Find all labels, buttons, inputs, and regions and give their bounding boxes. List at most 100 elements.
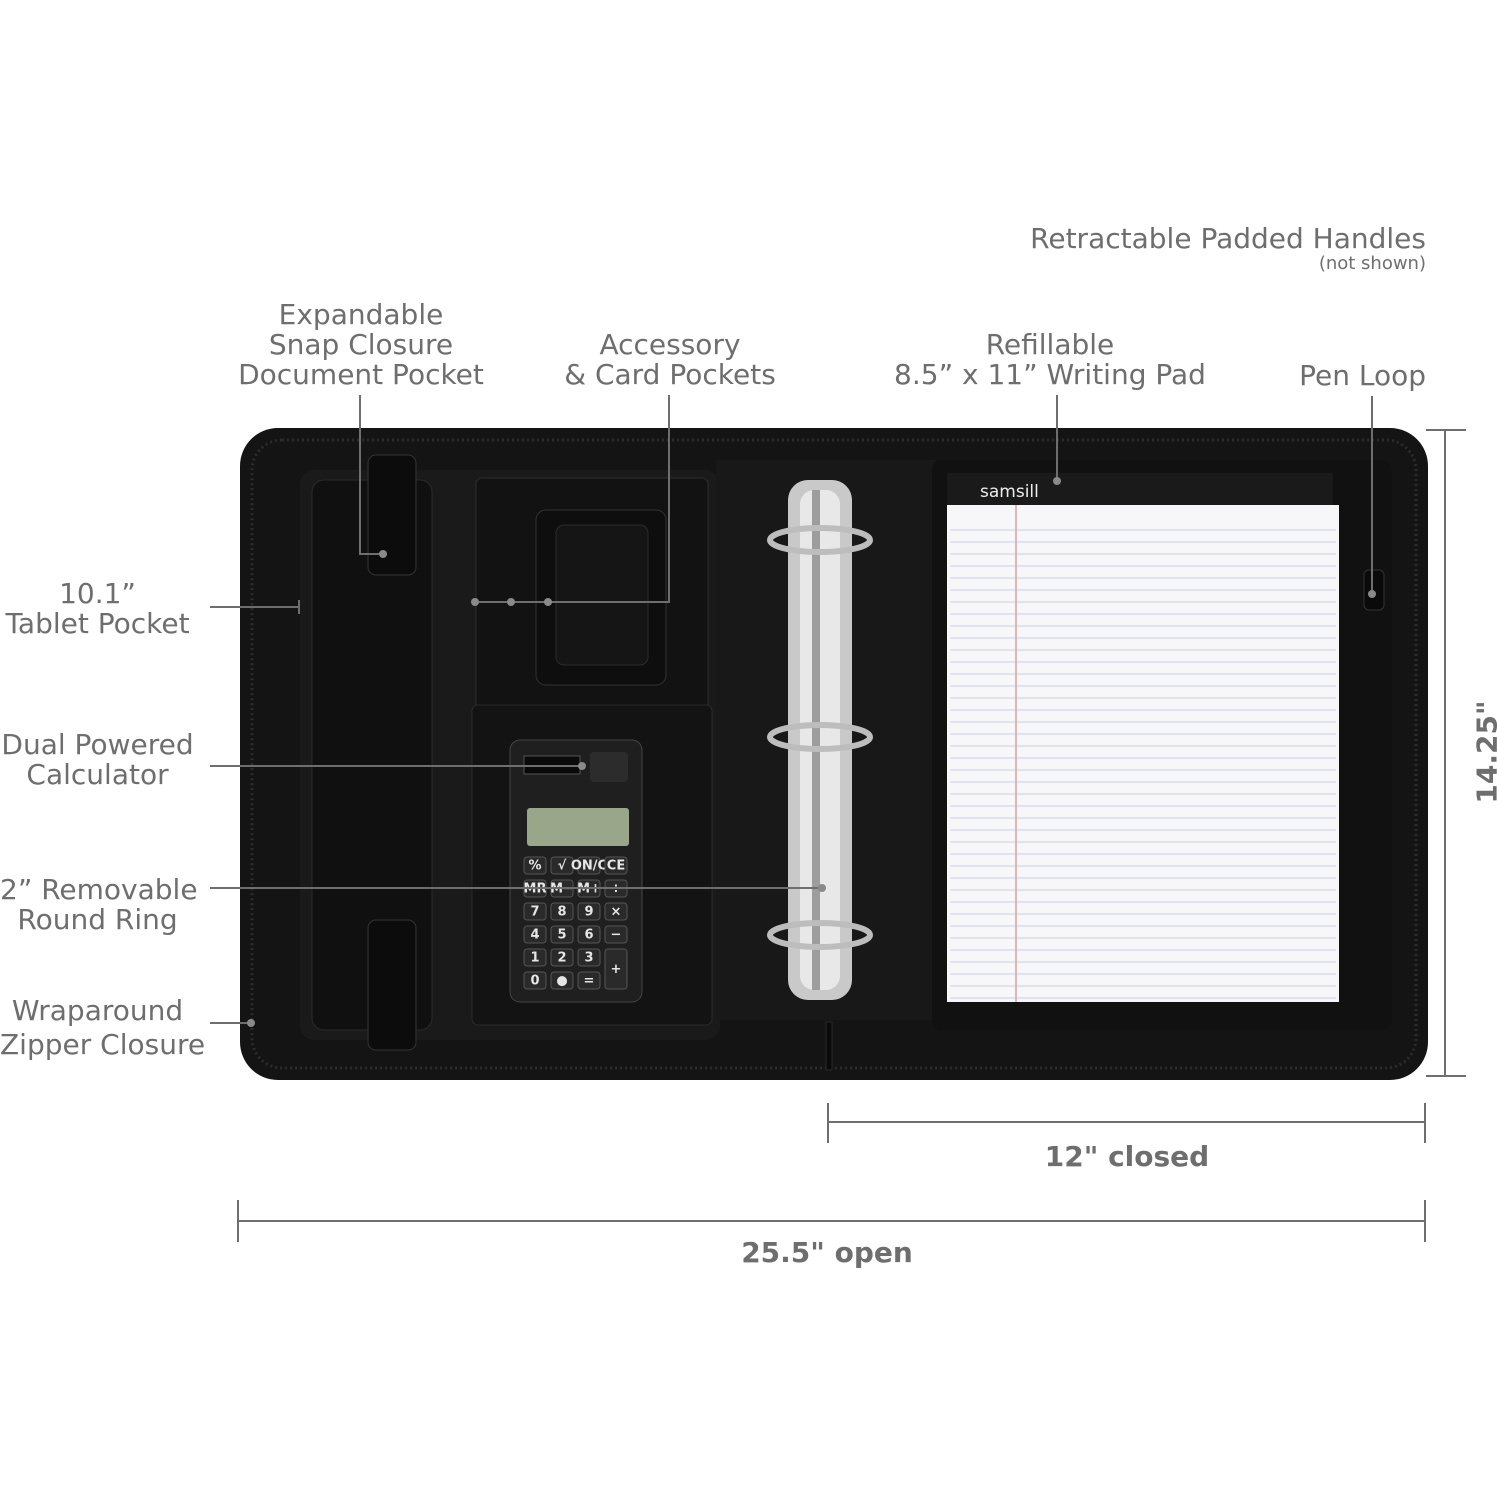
- leader-dot: [578, 762, 586, 770]
- calculator-key-label: CE: [607, 859, 625, 874]
- calculator-key-label: MR: [524, 882, 547, 897]
- calculator-key-label: ON/C: [571, 859, 607, 874]
- calculator-key: [550, 948, 574, 967]
- calculator-key: [550, 971, 574, 990]
- zipper-pull: [825, 1021, 833, 1071]
- label-line: 10.1”: [59, 577, 136, 610]
- label-line: Zipper Closure: [0, 1028, 206, 1061]
- label-line: Tablet Pocket: [5, 607, 190, 640]
- label-writing-pad: Refillable 8.5” x 11” Writing Pad: [880, 330, 1220, 390]
- leader-dot: [1053, 477, 1061, 485]
- leader-line: [210, 606, 300, 608]
- closed-width-cap: [1424, 1103, 1426, 1143]
- leader-line: [476, 601, 670, 603]
- calculator-key: [523, 948, 547, 967]
- leader-line: [359, 395, 361, 555]
- open-width-cap: [237, 1200, 239, 1242]
- closed-width-cap: [827, 1103, 829, 1143]
- leader-line: [1056, 395, 1058, 480]
- calculator-key-label: 9: [584, 905, 593, 920]
- label-line: Pen Loop: [1299, 359, 1426, 392]
- calculator-key-label: √: [558, 859, 567, 874]
- calculator-key: [523, 902, 547, 921]
- calculator-key: [523, 856, 547, 875]
- calculator-key-label: −: [611, 928, 622, 943]
- label-line: Accessory: [599, 328, 741, 361]
- calculator-key: [604, 925, 628, 944]
- pad-brand-text: samsill: [980, 482, 1039, 502]
- writing-pad-header: [947, 473, 1333, 508]
- calculator-key: [577, 925, 601, 944]
- label-line: Expandable: [278, 298, 444, 331]
- calculator-key: [550, 925, 574, 944]
- leader-dot: [1368, 590, 1376, 598]
- closed-width-line: [828, 1121, 1426, 1123]
- calculator-key: [550, 856, 574, 875]
- writing-pad: [947, 505, 1339, 1002]
- calculator-key-label: 8: [557, 905, 566, 920]
- leader-dot: [379, 550, 387, 558]
- height-dimension-line: [1444, 429, 1446, 1077]
- calculator-key: [604, 948, 628, 990]
- calculator-key-label: M+: [577, 882, 601, 897]
- calculator-key-label: 1: [530, 951, 539, 966]
- label-line: & Card Pockets: [564, 358, 776, 391]
- snap-closure-strap: [367, 454, 417, 576]
- calculator-key: [523, 971, 547, 990]
- calculator-key-label: 7: [530, 905, 539, 920]
- binder-ring: [767, 525, 873, 555]
- label-zipper: Wraparound Zipper Closure: [0, 994, 206, 1061]
- label-tablet-pocket: 10.1” Tablet Pocket: [0, 579, 195, 639]
- calculator-key: [523, 925, 547, 944]
- height-dimension-label: 14.25": [1470, 700, 1497, 804]
- height-dimension-cap: [1426, 429, 1466, 431]
- closed-width-label: 12" closed: [1044, 1140, 1210, 1173]
- label-accessory-pockets: Accessory & Card Pockets: [540, 330, 800, 390]
- height-dimension-cap: [1426, 1075, 1466, 1077]
- calculator-key-label: 6: [584, 928, 593, 943]
- leader-line: [210, 887, 822, 889]
- calculator-key-label: 3: [584, 951, 593, 966]
- leader-line: [298, 600, 300, 614]
- calculator-key: [577, 948, 601, 967]
- calculator-key-label: 4: [530, 928, 539, 943]
- leader-line: [210, 765, 582, 767]
- label-line: Wraparound: [11, 994, 184, 1027]
- calculator-key-label: 5: [557, 928, 566, 943]
- leader-line: [668, 395, 670, 602]
- label-ring: 2” Removable Round Ring: [0, 873, 198, 936]
- label-document-pocket: Expandable Snap Closure Document Pocket: [231, 300, 491, 390]
- calculator-key-label: ÷: [611, 882, 622, 897]
- label-line: 2” Removable: [0, 873, 198, 906]
- leader-line: [1371, 396, 1373, 594]
- leader-line: [359, 553, 383, 555]
- calculator-key-label: +: [611, 962, 622, 977]
- label-line: Calculator: [26, 758, 169, 791]
- label-handles-note: (not shown): [1318, 253, 1426, 274]
- label-line: Document Pocket: [238, 358, 484, 391]
- label-calculator: Dual Powered Calculator: [0, 730, 195, 790]
- calculator-key: [550, 902, 574, 921]
- label-line: 8.5” x 11” Writing Pad: [894, 358, 1206, 391]
- calculator-key: [577, 856, 601, 875]
- calculator-display: [527, 808, 629, 846]
- label-line: Snap Closure: [268, 328, 454, 361]
- calculator-key-label: ×: [611, 905, 622, 920]
- leader-dot: [471, 598, 479, 606]
- calculator-key-label: =: [584, 974, 595, 989]
- leader-dot: [544, 598, 552, 606]
- label-handles-title: Retractable Padded Handles: [1030, 222, 1426, 255]
- open-width-label: 25.5" open: [741, 1236, 913, 1269]
- calculator-key: [577, 971, 601, 990]
- open-width-cap: [1424, 1200, 1426, 1242]
- calculator-key-label: 2: [557, 951, 566, 966]
- calculator-key-label: M−: [550, 882, 574, 897]
- label-line: Dual Powered: [1, 728, 194, 761]
- label-pen-loop: Pen Loop: [1299, 361, 1426, 391]
- calculator-key-label: ●: [556, 974, 567, 989]
- calculator-key-label: 0: [530, 974, 539, 989]
- leader-line: [210, 1022, 250, 1024]
- label-line: Round Ring: [17, 903, 178, 936]
- label-line: Refillable: [985, 328, 1115, 361]
